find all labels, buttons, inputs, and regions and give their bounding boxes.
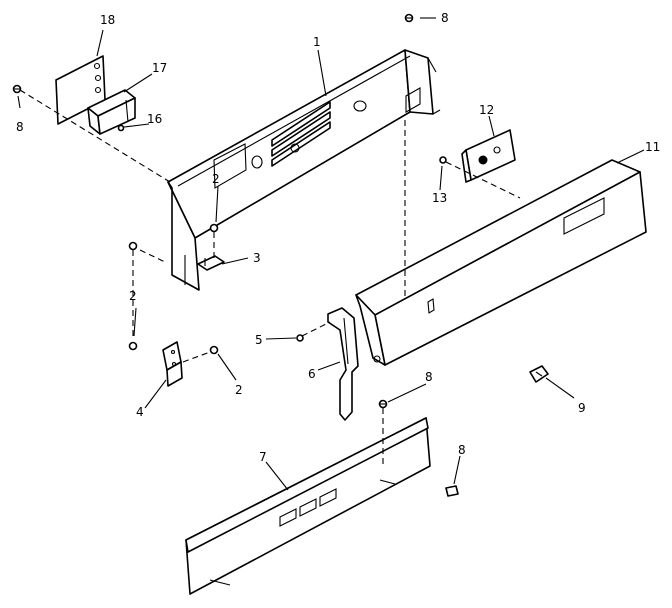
callout-9: 9: [578, 401, 586, 415]
callout-8-top: 8: [441, 11, 449, 25]
part-1-backguard-panel: [167, 49, 441, 291]
callout-7: 7: [259, 450, 267, 464]
fasteners: [12, 13, 459, 497]
screw-2-upper: [209, 223, 219, 233]
callout-16: 16: [147, 112, 162, 126]
callout-18: 18: [100, 13, 115, 27]
callout-8-mid: 8: [425, 370, 433, 384]
callout-6: 6: [308, 367, 316, 381]
callout-17: 17: [152, 61, 167, 75]
part-7-lower-trim-panel: [185, 417, 431, 595]
callout-3: 3: [253, 251, 261, 265]
callout-8-left: 8: [16, 120, 24, 134]
callout-13: 13: [432, 191, 447, 205]
callout-2-upper: 2: [212, 172, 220, 186]
screw-2-right: [209, 345, 219, 355]
callout-1: 1: [313, 35, 321, 49]
callout-12: 12: [479, 103, 494, 117]
callout-4: 4: [136, 405, 144, 419]
screw-8-mid: [378, 399, 388, 409]
callout-5: 5: [255, 333, 263, 347]
callout-8-bottom: 8: [458, 443, 466, 457]
callout-labels: 1 8 18 17 16 8 12 11 13 2 3 2 2 4 5 6 8 …: [16, 11, 660, 464]
part-3-bracket: [197, 255, 225, 271]
screw-5: [296, 334, 304, 342]
callout-11: 11: [645, 140, 660, 154]
leader-lines: [17, 17, 645, 491]
callout-2-left: 2: [129, 289, 137, 303]
screw-2-left-top: [128, 241, 138, 251]
part-12-switch-bracket: [461, 129, 516, 183]
screw-8-top: [404, 13, 414, 23]
assembly-lines: [19, 89, 521, 468]
part-4-end-bracket: [162, 341, 183, 387]
screw-8-left: [12, 84, 22, 94]
screw-2-left-bottom: [128, 341, 138, 351]
part-9-clip: [529, 365, 549, 383]
screw-16: [117, 124, 125, 132]
screw-13: [439, 156, 447, 164]
part-6-end-cap-support: [327, 307, 359, 421]
callout-2-right: 2: [235, 383, 243, 397]
part-11-control-panel: [355, 159, 647, 366]
screw-8-bottom: [445, 485, 459, 497]
part-17-terminal-block: [87, 89, 136, 135]
